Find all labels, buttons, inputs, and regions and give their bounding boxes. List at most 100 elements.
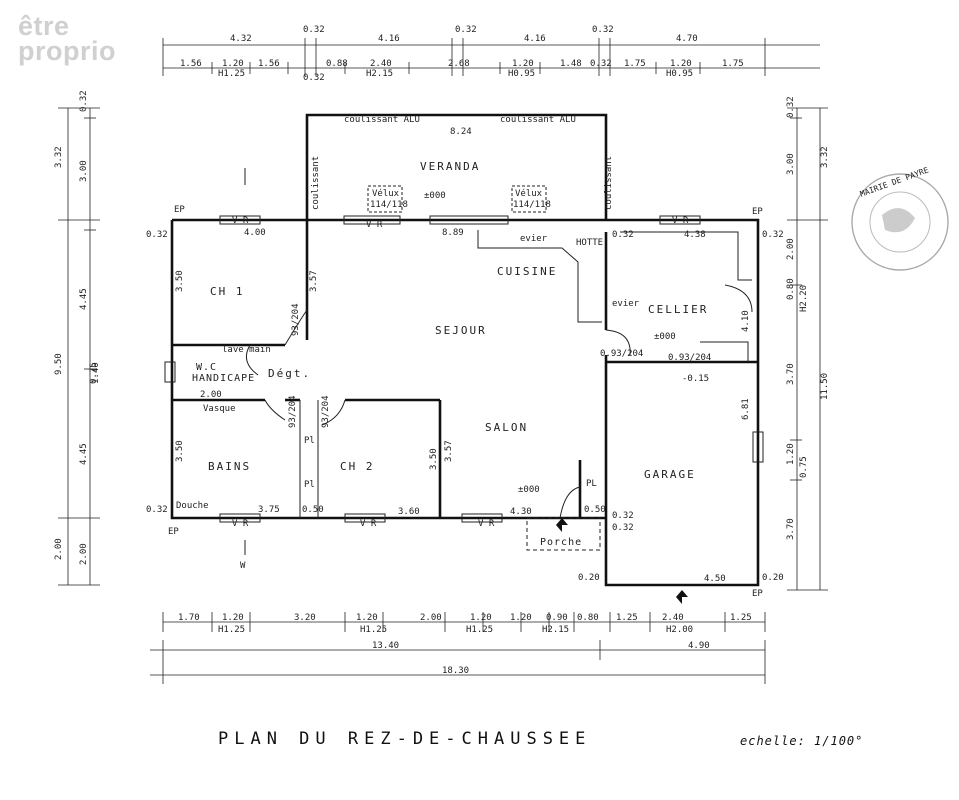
dim-bottom-10: 1.25 (616, 613, 638, 623)
room-garage: GARAGE (644, 468, 696, 481)
dim-bottom-row2-1: 13.40 (372, 641, 399, 651)
dim-right-small-3: 0.75 (799, 456, 809, 478)
dim-right-inner-3: 2.00 (786, 238, 796, 260)
dim-top-row2-7: 1.20 (512, 59, 534, 69)
dim-bottom-sub-4: H2.15 (542, 625, 569, 635)
room-sejour: SEJOUR (435, 324, 487, 337)
mairie-stamp: MAIRIE DE PAYRE (851, 165, 949, 271)
plan-title: PLAN DU REZ-DE-CHAUSSEE (218, 729, 592, 749)
dim-bottom-total: 18.30 (442, 666, 469, 676)
room-handicape: HANDICAPE (192, 373, 255, 384)
dim-top-small-2: 0.32 (590, 59, 612, 69)
note-evier-2: evier (612, 299, 640, 309)
note-vr-1: V R (232, 216, 249, 226)
dim-bottom-2: 1.20 (222, 613, 244, 623)
dim-bottom-4: 1.20 (356, 613, 378, 623)
dim-bains-width: 3.75 (258, 505, 280, 515)
dim-ch2-right: 3.57 (444, 440, 454, 462)
dim-bottom-sub-2: H1.25 (360, 625, 387, 635)
dim-top-1: 4.32 (230, 34, 252, 44)
note-level-veranda: ±000 (424, 191, 446, 201)
note-coulissant-right: coulissant ALU (500, 115, 576, 125)
dim-left-inner-5: 2.00 (79, 543, 89, 565)
plan-scale: echelle: 1/100° (740, 734, 864, 748)
dim-small-f: 0.20 (762, 573, 784, 583)
dim-top-row2-1: 1.56 (180, 59, 202, 69)
dim-bottom-row2-2: 4.90 (688, 641, 710, 651)
dim-left-inner-4: 4.45 (79, 443, 89, 465)
dim-bottom-sub-1: H1.25 (218, 625, 245, 635)
dim-door-ch1: 93/204 (291, 303, 301, 336)
dim-small-h: 0.50 (584, 505, 606, 515)
room-ch2: CH 2 (340, 460, 375, 473)
dim-right-inner-2: 3.00 (786, 153, 796, 175)
dim-small-e: 0.20 (578, 573, 600, 583)
note-douche: Douche (176, 501, 209, 511)
note-level-garage: -0.15 (682, 374, 709, 384)
dim-small-c: 0.32 (146, 505, 168, 515)
dim-bains-door: 93/204 (288, 395, 298, 428)
dim-left-inner-3: 4.45 (79, 288, 89, 310)
note-vr-2: V R (366, 220, 383, 230)
dim-top-7: 4.70 (676, 34, 698, 44)
dim-right-inner-4: 3.70 (786, 363, 796, 385)
watermark-line-2: proprio (18, 36, 116, 66)
dim-top-sub-2: H2.15 (366, 69, 393, 79)
note-vr-4: V R (232, 519, 249, 529)
dim-top-row2-5: 2.40 (370, 59, 392, 69)
note-vr-5: V R (360, 519, 377, 529)
dim-ch2-door: 93/204 (321, 395, 331, 428)
dim-top-row2-6: 2.68 (448, 59, 470, 69)
stamp-text: MAIRIE DE PAYRE (859, 165, 930, 198)
dim-top-4: 0.32 (455, 25, 477, 35)
note-coulissant-vert-right: coulissant (604, 156, 614, 210)
dim-right-small-2: H2.20 (799, 285, 809, 312)
dim-left-inner-2: 3.00 (79, 160, 89, 182)
dim-right-outer-1: 3.32 (820, 146, 830, 168)
note-level-salon: ±000 (518, 485, 540, 495)
room-wc: W.C (196, 362, 217, 373)
note-pl-1: Pl (304, 436, 315, 446)
note-velux-2: Vélux (515, 188, 543, 199)
dim-ch2-height: 3.50 (429, 448, 439, 470)
dim-right-inner-6: 3.70 (786, 518, 796, 540)
dim-bottom-8: 0.90 (546, 613, 568, 623)
note-ep-3: EP (168, 527, 179, 537)
dim-garage-left-top: 0.32 (612, 511, 634, 521)
note-level-cellier: ±000 (654, 332, 676, 342)
dim-bottom-sub-3: H1.25 (466, 625, 493, 635)
dim-salon-width: 4.30 (510, 507, 532, 517)
dim-cellier-width: 4.38 (684, 230, 706, 240)
dim-right-inner-1: 0.32 (786, 96, 796, 118)
etre-proprio-watermark: être proprio (18, 13, 116, 66)
dim-ch2-width: 3.60 (398, 507, 420, 517)
note-vasque: Vasque (203, 404, 236, 414)
dim-top-5: 4.16 (524, 34, 546, 44)
room-bains: BAINS (208, 460, 251, 473)
dim-top-small-1: 0.32 (303, 73, 325, 83)
dim-top-2: 0.32 (303, 25, 325, 35)
dim-degt-width: 2.00 (200, 390, 222, 400)
dim-right-inner-5: 1.20 (786, 443, 796, 465)
room-cellier: CELLIER (648, 303, 708, 316)
dim-top-sub-4: H0.95 (666, 69, 693, 79)
room-cuisine: CUISINE (497, 265, 557, 278)
dim-bottom-11: 2.40 (662, 613, 684, 623)
note-ep-1: EP (174, 205, 185, 215)
right-dimensions: 3.32 11.50 0.32 3.00 2.00 3.70 1.20 3.70… (786, 96, 830, 591)
note-lave-main: lave main (222, 345, 271, 355)
dim-veranda-width: 8.24 (450, 127, 472, 137)
note-coulissant-vert-left: coulissant (311, 156, 321, 210)
dim-cellier-door: 0.93/204 (668, 353, 711, 363)
dim-top-row2-8: 1.48 (560, 59, 582, 69)
dim-top-row2-4: 0.88 (326, 59, 348, 69)
note-pl-2: Pl (304, 480, 315, 490)
dim-left-small-2: 0.75 (89, 362, 99, 384)
dim-small-a: 0.32 (146, 230, 168, 240)
dim-bottom-7: 1.20 (510, 613, 532, 623)
note-velux-1: Vélux (372, 188, 400, 199)
dim-ch1-width: 4.00 (244, 228, 266, 238)
note-evier: evier (520, 234, 548, 244)
dim-bottom-12: 1.25 (730, 613, 752, 623)
